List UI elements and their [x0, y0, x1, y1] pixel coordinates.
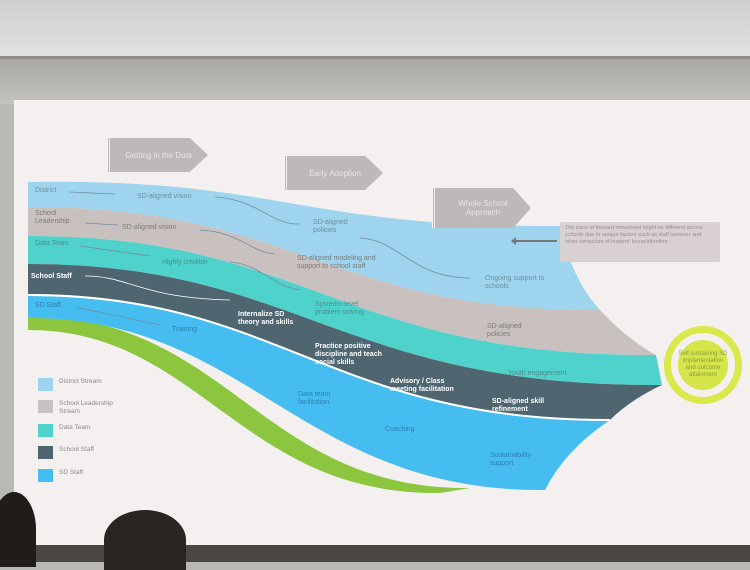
band-sd-staff: [28, 296, 610, 491]
stream-name-district: District: [35, 187, 57, 194]
stream-name-leadership: School Leadership: [35, 210, 70, 225]
step: SD-aligned vision: [137, 193, 192, 200]
legend-swatch: [38, 469, 53, 482]
step: Training: [172, 326, 198, 333]
step: Youth engagement: [508, 370, 567, 377]
legend-label: Data Team: [59, 424, 91, 431]
band-divider: [27, 294, 611, 422]
step: Data team facilitation: [298, 391, 331, 406]
legend-label: School Leadership Stream: [59, 400, 113, 415]
audience-area: [0, 545, 750, 562]
legend-swatch: [38, 424, 53, 437]
stream-name-data-team: Data Team: [35, 240, 69, 247]
phase-early-adoption: Early Adoption: [284, 156, 383, 190]
pace-note: The pace of forward movement might be di…: [560, 222, 720, 262]
ceiling-edge: [0, 56, 750, 59]
phase-label: Early Adoption: [309, 168, 361, 178]
audience-head: [104, 510, 186, 570]
step: SD-aligned skill refinement: [492, 398, 545, 413]
step: SD-aligned vision: [122, 224, 177, 231]
band-school-staff: [28, 264, 662, 421]
band-green: [28, 316, 470, 494]
legend-label: District Stream: [59, 378, 102, 385]
phase-getting-in-the-door: Getting in the Door: [107, 138, 208, 172]
legend-item: School Leadership Stream: [38, 400, 129, 416]
step: Highly credible: [162, 259, 208, 266]
step: Advisory / Class meeting facilitation: [390, 378, 454, 393]
legend-item: School Staff: [38, 446, 129, 459]
stream-name-school-staff: School Staff: [31, 273, 72, 280]
legend-item: District Stream: [38, 378, 129, 391]
legend-swatch: [38, 446, 53, 459]
legend-item: Data Team: [38, 424, 129, 437]
phase-label: Getting in the Door: [125, 150, 193, 160]
band-leadership: [28, 207, 656, 356]
arrow-left-icon: [511, 237, 557, 245]
wall: [0, 59, 750, 104]
step: Ongoing support to schools: [485, 275, 545, 290]
step: Coaching: [385, 426, 415, 433]
band-district: [28, 181, 600, 311]
band-data-team: [28, 236, 662, 386]
legend-label: SD Staff: [59, 469, 84, 476]
goal-label: Self sustaining SD implementation and ou…: [678, 340, 728, 390]
audience-head: [0, 492, 36, 567]
phase-label: Whole School Approach: [458, 199, 508, 217]
legend-swatch: [38, 400, 53, 413]
step: Systems-level problem solving: [315, 301, 365, 316]
step: Practice positive discipline and teach s…: [315, 343, 382, 366]
legend-label: School Staff: [59, 446, 94, 453]
legend-swatch: [38, 378, 53, 391]
ceiling: [0, 0, 750, 58]
step: SD-aligned policies: [487, 323, 522, 338]
step: Internalize SD theory and skills: [238, 311, 294, 326]
legend-item: SD Staff: [38, 469, 129, 482]
phase-whole-school-approach: Whole School Approach: [432, 188, 531, 228]
goal-circle: Self sustaining SD implementation and ou…: [664, 326, 742, 404]
step: SD-aligned policies: [313, 219, 348, 234]
step: Sustainability support: [490, 452, 532, 467]
step: SD-aligned modeling and support to schoo…: [297, 255, 376, 270]
flow-arrows: [69, 191, 471, 326]
stream-name-sd-staff: SD Staff: [35, 302, 61, 309]
